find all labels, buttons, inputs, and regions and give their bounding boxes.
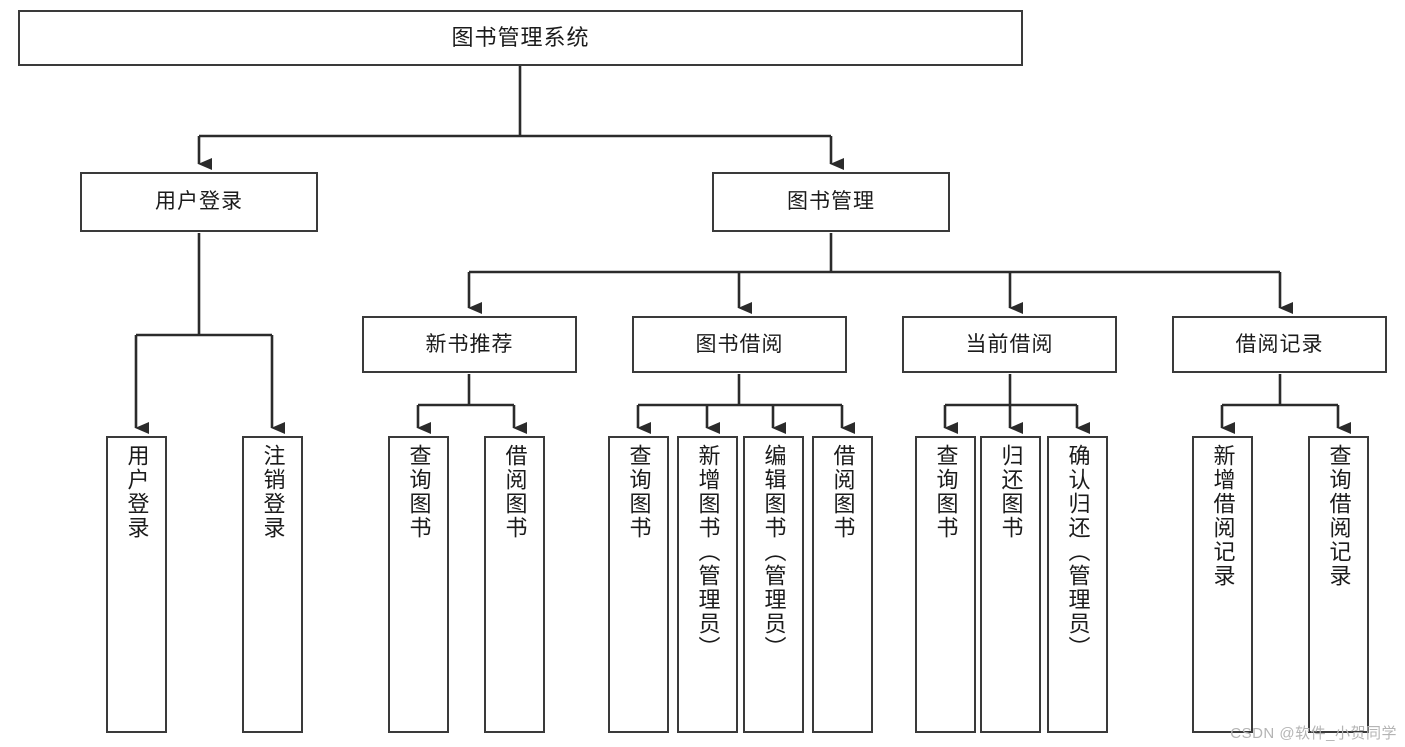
leaf-add-book[interactable]: 新增图书（管理员） — [677, 436, 738, 733]
node-book-management[interactable]: 图书管理 — [712, 172, 950, 232]
node-label: 借阅图书 — [502, 444, 528, 540]
leaf-confirm-return[interactable]: 确认归还（管理员） — [1047, 436, 1108, 733]
node-label: 查询图书 — [626, 444, 652, 540]
node-label: 用户登录 — [124, 444, 150, 540]
node-label: 注销登录 — [260, 444, 286, 540]
leaf-query-book-1[interactable]: 查询图书 — [388, 436, 449, 733]
node-label: 当前借阅 — [965, 332, 1054, 356]
leaf-query-book-2[interactable]: 查询图书 — [608, 436, 669, 733]
leaf-query-book-3[interactable]: 查询图书 — [915, 436, 976, 733]
node-label: 确认归还（管理员） — [1065, 444, 1091, 660]
node-label: 用户登录 — [155, 190, 243, 214]
node-borrow-record[interactable]: 借阅记录 — [1172, 316, 1387, 373]
node-label: 图书借阅 — [695, 332, 784, 356]
leaf-add-record[interactable]: 新增借阅记录 — [1192, 436, 1253, 733]
node-label: 新增借阅记录 — [1210, 444, 1236, 588]
node-label: 新书推荐 — [425, 332, 514, 356]
leaf-user-login[interactable]: 用户登录 — [106, 436, 167, 733]
node-label: 查询图书 — [933, 444, 959, 540]
leaf-query-record[interactable]: 查询借阅记录 — [1308, 436, 1369, 733]
node-label: 图书管理系统 — [451, 24, 590, 50]
leaf-logout-login[interactable]: 注销登录 — [242, 436, 303, 733]
node-label: 图书管理 — [787, 190, 875, 214]
node-label: 归还图书 — [998, 444, 1024, 540]
node-label: 借阅图书 — [830, 444, 856, 540]
leaf-return-book[interactable]: 归还图书 — [980, 436, 1041, 733]
node-label: 查询借阅记录 — [1326, 444, 1352, 588]
node-label: 借阅记录 — [1235, 332, 1324, 356]
leaf-borrow-book-1[interactable]: 借阅图书 — [484, 436, 545, 733]
node-label: 新增图书（管理员） — [695, 444, 721, 660]
node-label: 查询图书 — [406, 444, 432, 540]
node-user-login[interactable]: 用户登录 — [80, 172, 318, 232]
node-new-book-recommend[interactable]: 新书推荐 — [362, 316, 577, 373]
node-book-borrow[interactable]: 图书借阅 — [632, 316, 847, 373]
node-root-book-management-system[interactable]: 图书管理系统 — [18, 10, 1023, 66]
node-label: 编辑图书（管理员） — [761, 444, 787, 660]
csdn-watermark: CSDN @软件_小贺同学 — [1230, 725, 1397, 742]
leaf-edit-book[interactable]: 编辑图书（管理员） — [743, 436, 804, 733]
node-current-borrow[interactable]: 当前借阅 — [902, 316, 1117, 373]
leaf-borrow-book-2[interactable]: 借阅图书 — [812, 436, 873, 733]
